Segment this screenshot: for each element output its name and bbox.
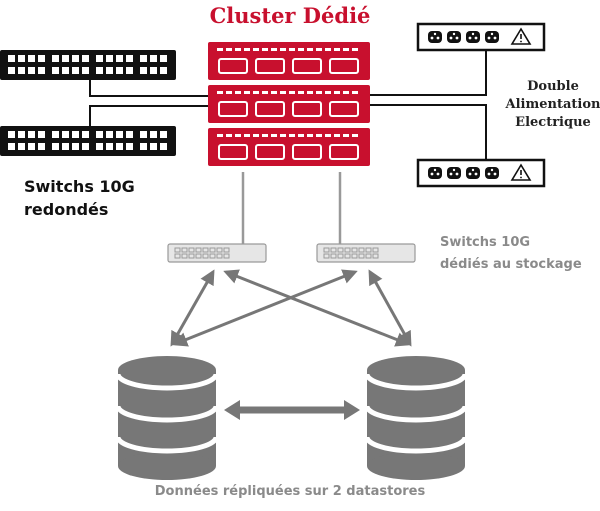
storage-link-arrows xyxy=(170,269,412,347)
power-label-line3: Electrique xyxy=(515,115,591,130)
server-unit-1 xyxy=(208,42,370,80)
datastore-1-icon xyxy=(115,356,219,480)
storage-switch-label-line1: Switchs 10G xyxy=(440,235,530,250)
core-switch-2 xyxy=(0,126,176,156)
power-socket-icons xyxy=(428,167,499,179)
core-switch-label-line2: redondés xyxy=(24,200,108,219)
core-switch-label-line1: Switchs 10G xyxy=(24,177,135,196)
power-label-line2: Alimentation xyxy=(505,97,600,112)
power-unit-2 xyxy=(416,158,546,188)
storage-uplink-lines xyxy=(241,172,342,244)
warning-icon xyxy=(510,27,532,45)
warning-icon xyxy=(510,163,532,181)
server-unit-3 xyxy=(208,128,370,166)
replication-label: Données répliquées sur 2 datastores xyxy=(155,484,426,499)
power-socket-icons xyxy=(428,31,499,43)
switch-ports xyxy=(8,55,167,74)
datastore-2-icon xyxy=(364,356,468,480)
storage-switch-label-line2: dédiés au stockage xyxy=(440,257,582,272)
power-label-line1: Double xyxy=(527,79,579,94)
core-connection-lines xyxy=(89,80,210,128)
switch-ports xyxy=(8,131,167,150)
storage-switch-1 xyxy=(167,243,267,263)
power-connection-lines xyxy=(370,50,487,160)
replication-arrow xyxy=(224,400,360,420)
server-unit-2 xyxy=(208,85,370,123)
storage-switch-2 xyxy=(316,243,416,263)
diagram-title: Cluster Dédié xyxy=(210,3,371,28)
core-switch-1 xyxy=(0,50,176,80)
power-unit-1 xyxy=(416,22,546,52)
